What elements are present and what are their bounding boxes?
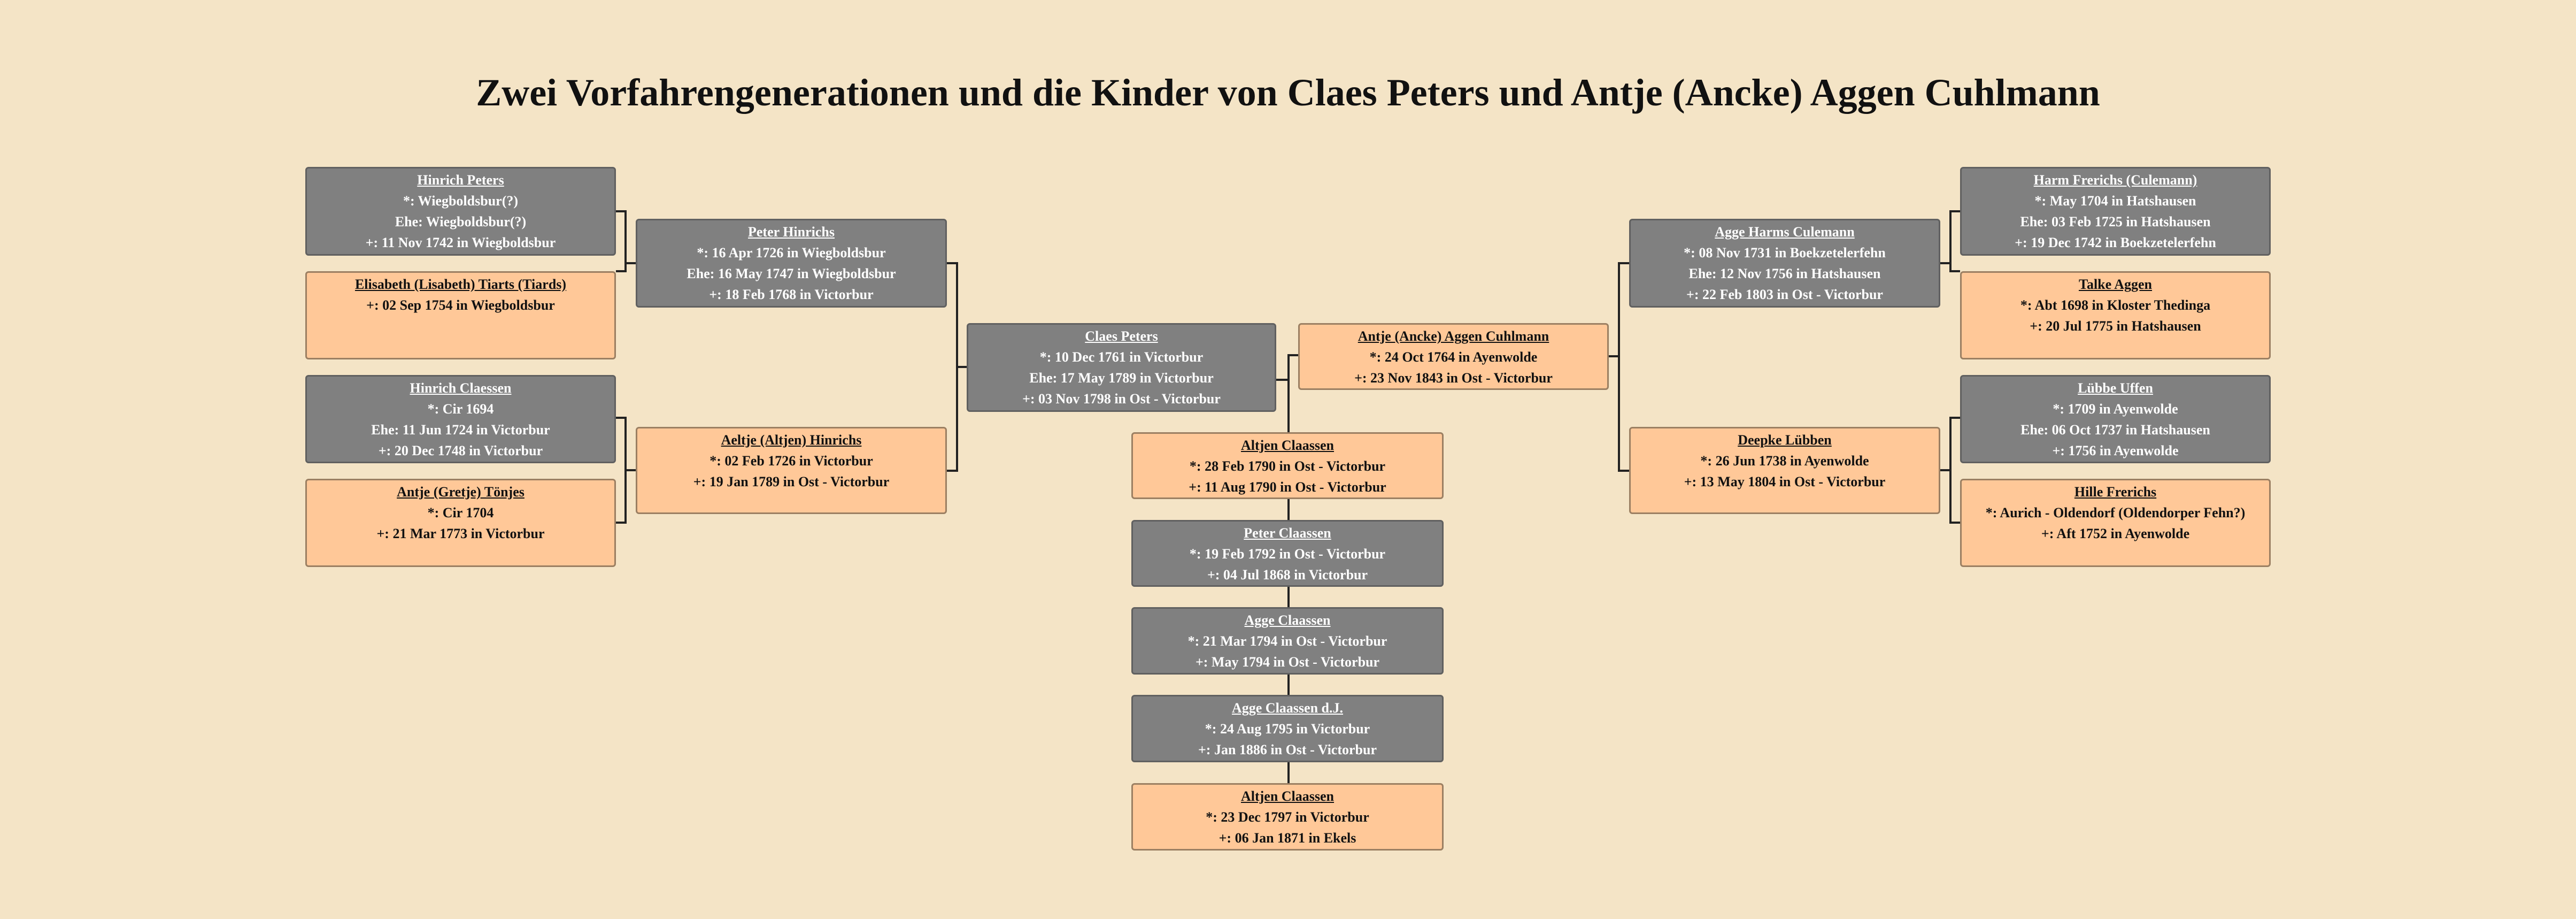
person-detail: *: 28 Feb 1790 in Ost - Victorbur bbox=[1189, 458, 1386, 474]
person-name: Harm Frerichs (Culemann) bbox=[2033, 172, 2197, 188]
person-card-antje-toenjes[interactable]: Antje (Gretje) Tönjes *: Cir 1704 +: 21 … bbox=[305, 479, 616, 567]
person-detail: +: May 1794 in Ost - Victorbur bbox=[1195, 654, 1380, 670]
person-name: Hinrich Peters bbox=[417, 172, 504, 188]
person-detail: *: Cir 1694 bbox=[427, 401, 494, 417]
person-card-altjen-claassen-1790[interactable]: Altjen Claassen *: 28 Feb 1790 in Ost - … bbox=[1131, 432, 1444, 499]
person-name: Hinrich Claessen bbox=[410, 380, 512, 396]
person-name: Elisabeth (Lisabeth) Tiarts (Tiards) bbox=[354, 277, 567, 292]
person-name: Talke Aggen bbox=[2078, 277, 2153, 292]
person-detail: *: 08 Nov 1731 in Boekzetelerfehn bbox=[1684, 245, 1886, 261]
person-name: Peter Claassen bbox=[1244, 525, 1331, 541]
person-detail: *: 21 Mar 1794 in Ost - Victorbur bbox=[1187, 633, 1387, 649]
person-detail: Ehe: Wiegboldsbur(?) bbox=[395, 214, 527, 229]
person-detail: +: 1756 in Ayenwolde bbox=[2052, 443, 2179, 458]
person-card-altjen-claassen-1797[interactable]: Altjen Claassen *: 23 Dec 1797 in Victor… bbox=[1131, 783, 1444, 851]
person-name: Altjen Claassen bbox=[1240, 788, 1335, 804]
person-name: Claes Peters bbox=[1085, 328, 1158, 344]
person-detail: +: 11 Aug 1790 in Ost - Victorbur bbox=[1189, 479, 1386, 495]
person-detail: +: 20 Dec 1748 in Victorbur bbox=[378, 443, 543, 458]
person-detail: *: 16 Apr 1726 in Wiegboldsbur bbox=[697, 245, 886, 261]
person-card-antje-cuhlmann[interactable]: Antje (Ancke) Aggen Cuhlmann *: 24 Oct 1… bbox=[1298, 323, 1609, 390]
person-detail: Ehe: 11 Jun 1724 in Victorbur bbox=[371, 422, 550, 438]
person-detail: *: 10 Dec 1761 in Victorbur bbox=[1039, 349, 1204, 365]
person-card-luebbe-uffen[interactable]: Lübbe Uffen *: 1709 in Ayenwolde Ehe: 06… bbox=[1960, 375, 2271, 463]
person-detail: +: 06 Jan 1871 in Ekels bbox=[1218, 830, 1356, 846]
person-detail: *: Wiegboldsbur(?) bbox=[403, 193, 519, 209]
person-detail: +: 22 Feb 1803 in Ost - Victorbur bbox=[1686, 287, 1883, 302]
person-detail: +: 23 Nov 1843 in Ost - Victorbur bbox=[1354, 370, 1553, 386]
person-detail: +: Aft 1752 in Ayenwolde bbox=[2041, 526, 2190, 541]
person-card-agge-claassen[interactable]: Agge Claassen *: 21 Mar 1794 in Ost - Vi… bbox=[1131, 607, 1444, 675]
person-detail: +: 13 May 1804 in Ost - Victorbur bbox=[1684, 474, 1886, 489]
person-detail: *: Aurich - Oldendorf (Oldendorper Fehn?… bbox=[1985, 505, 2246, 520]
person-detail: *: May 1704 in Hatshausen bbox=[2034, 193, 2196, 209]
person-detail: Ehe: 06 Oct 1737 in Hatshausen bbox=[2020, 422, 2210, 438]
person-name: Antje (Gretje) Tönjes bbox=[397, 484, 525, 500]
person-detail: +: 04 Jul 1868 in Victorbur bbox=[1207, 567, 1368, 583]
person-detail: +: 20 Jul 1775 in Hatshausen bbox=[2030, 318, 2201, 334]
person-detail: Ehe: 17 May 1789 in Victorbur bbox=[1029, 370, 1214, 386]
person-card-peter-claassen[interactable]: Peter Claassen *: 19 Feb 1792 in Ost - V… bbox=[1131, 520, 1444, 587]
person-detail: +: 02 Sep 1754 in Wiegboldsbur bbox=[366, 297, 555, 313]
person-detail: +: 19 Jan 1789 in Ost - Victorbur bbox=[693, 474, 890, 489]
person-detail: Ehe: 16 May 1747 in Wiegboldsbur bbox=[687, 266, 896, 281]
person-card-peter-hinrichs[interactable]: Peter Hinrichs *: 16 Apr 1726 in Wiegbol… bbox=[636, 219, 947, 308]
person-detail: +: 18 Feb 1768 in Victorbur bbox=[709, 287, 874, 302]
person-card-agge-claassen-dj[interactable]: Agge Claassen d.J. *: 24 Aug 1795 in Vic… bbox=[1131, 695, 1444, 762]
person-detail: +: 03 Nov 1798 in Ost - Victorbur bbox=[1022, 391, 1221, 407]
person-card-hille-frerichs[interactable]: Hille Frerichs *: Aurich - Oldendorf (Ol… bbox=[1960, 479, 2271, 567]
person-card-talke-aggen[interactable]: Talke Aggen *: Abt 1698 in Kloster Thedi… bbox=[1960, 271, 2271, 359]
person-name: Agge Claassen bbox=[1244, 612, 1331, 628]
person-detail: Ehe: 12 Nov 1756 in Hatshausen bbox=[1688, 266, 1881, 281]
person-detail: *: 24 Oct 1764 in Ayenwolde bbox=[1369, 349, 1538, 365]
person-detail: +: 19 Dec 1742 in Boekzetelerfehn bbox=[2015, 235, 2216, 250]
person-name: Hille Frerichs bbox=[2074, 484, 2157, 500]
person-card-harm-frerichs[interactable]: Harm Frerichs (Culemann) *: May 1704 in … bbox=[1960, 167, 2271, 256]
person-card-agge-harms-culemann[interactable]: Agge Harms Culemann *: 08 Nov 1731 in Bo… bbox=[1629, 219, 1940, 308]
person-detail: *: Abt 1698 in Kloster Thedinga bbox=[2020, 297, 2211, 313]
person-detail: *: 24 Aug 1795 in Victorbur bbox=[1205, 721, 1370, 737]
person-detail: *: 23 Dec 1797 in Victorbur bbox=[1206, 809, 1369, 825]
person-detail: +: 11 Nov 1742 in Wiegboldsbur bbox=[365, 235, 556, 250]
person-detail: *: 26 Jun 1738 in Ayenwolde bbox=[1700, 453, 1869, 469]
person-card-deepke-luebben[interactable]: Deepke Lübben *: 26 Jun 1738 in Ayenwold… bbox=[1629, 427, 1940, 514]
person-detail: *: Cir 1704 bbox=[427, 505, 494, 520]
person-card-claes-peters[interactable]: Claes Peters *: 10 Dec 1761 in Victorbur… bbox=[967, 323, 1276, 412]
person-name: Altjen Claassen bbox=[1240, 438, 1335, 453]
person-card-hinrich-claessen[interactable]: Hinrich Claessen *: Cir 1694 Ehe: 11 Jun… bbox=[305, 375, 616, 463]
person-detail: Ehe: 03 Feb 1725 in Hatshausen bbox=[2020, 214, 2211, 229]
person-detail: +: 21 Mar 1773 in Victorbur bbox=[376, 526, 545, 541]
person-name: Deepke Lübben bbox=[1738, 432, 1832, 448]
person-card-hinrich-peters[interactable]: Hinrich Peters *: Wiegboldsbur(?) Ehe: W… bbox=[305, 167, 616, 256]
person-name: Agge Claassen d.J. bbox=[1231, 700, 1343, 716]
chart-title: Zwei Vorfahrengenerationen und die Kinde… bbox=[476, 71, 2100, 114]
person-card-elisabeth-tiarts[interactable]: Elisabeth (Lisabeth) Tiarts (Tiards) +: … bbox=[305, 271, 616, 359]
person-detail: *: 1709 in Ayenwolde bbox=[2053, 401, 2178, 417]
person-name: Aeltje (Altjen) Hinrichs bbox=[721, 432, 862, 448]
person-name: Lübbe Uffen bbox=[2078, 380, 2153, 396]
person-name: Peter Hinrichs bbox=[748, 224, 835, 240]
person-name: Antje (Ancke) Aggen Cuhlmann bbox=[1358, 328, 1549, 344]
person-detail: *: 02 Feb 1726 in Victorbur bbox=[709, 453, 873, 469]
person-detail: +: Jan 1886 in Ost - Victorbur bbox=[1198, 742, 1377, 757]
person-name: Agge Harms Culemann bbox=[1715, 224, 1855, 240]
person-card-aeltje-hinrichs[interactable]: Aeltje (Altjen) Hinrichs *: 02 Feb 1726 … bbox=[636, 427, 947, 514]
person-detail: *: 19 Feb 1792 in Ost - Victorbur bbox=[1189, 546, 1386, 562]
